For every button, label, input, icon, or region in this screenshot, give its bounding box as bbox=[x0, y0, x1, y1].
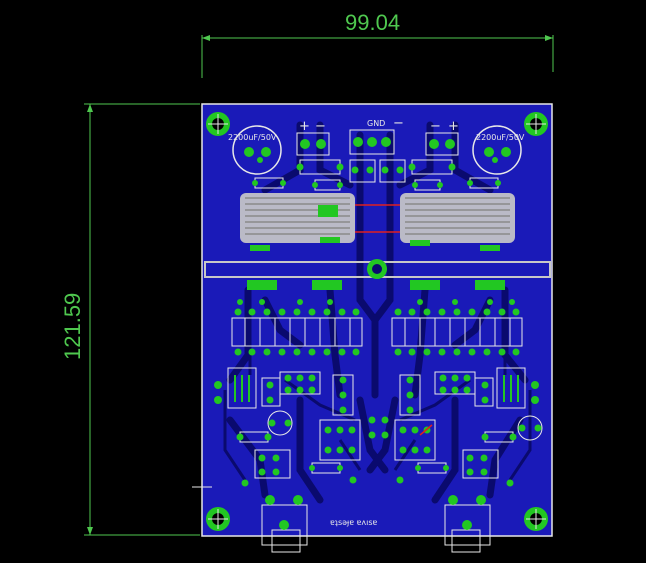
terminal-left-minus: − bbox=[315, 119, 326, 134]
capacitor-left bbox=[232, 125, 282, 175]
resistor-pads bbox=[234, 299, 520, 356]
mid-pads bbox=[214, 374, 542, 487]
mounting-hole-bottom-right bbox=[524, 507, 548, 531]
mid-hatch bbox=[234, 375, 519, 402]
terminal-gnd-label: GND bbox=[367, 119, 385, 128]
capacitor-right bbox=[472, 125, 522, 175]
board-bottom-text: ɐʇsǝɟɐ ɐʌısɐ bbox=[330, 518, 378, 527]
width-dimension bbox=[201, 35, 554, 78]
heatsink-right bbox=[400, 193, 515, 243]
heatsink-left bbox=[240, 193, 355, 243]
mid-red-marker bbox=[419, 424, 433, 436]
terminal-left-plus: + bbox=[299, 119, 310, 134]
terminal-block-left bbox=[296, 132, 330, 156]
terminal-right-minus: − bbox=[430, 119, 441, 134]
terminal-gnd-minus: − bbox=[393, 116, 404, 131]
power-transistor-pads bbox=[247, 237, 505, 290]
terminal-block-gnd bbox=[349, 129, 395, 155]
capacitor-left-label: 2200uF/50V bbox=[228, 133, 277, 142]
input-connector-left bbox=[261, 495, 308, 553]
mid-components bbox=[227, 367, 543, 479]
terminal-right-plus: + bbox=[448, 119, 459, 134]
width-dimension-label: 99.04 bbox=[345, 10, 400, 35]
crosshair-marker bbox=[192, 480, 212, 494]
height-dimension bbox=[84, 103, 200, 536]
top-pads bbox=[252, 157, 501, 188]
input-connector-right bbox=[444, 495, 491, 553]
mounting-hole-top-right bbox=[524, 112, 548, 136]
mounting-hole-top-left bbox=[206, 112, 230, 136]
resistor-array-right bbox=[391, 317, 523, 347]
resistor-array-left bbox=[231, 317, 363, 347]
center-screw bbox=[367, 259, 387, 279]
capacitor-right-label: 2200uF/50V bbox=[476, 133, 525, 142]
mounting-hole-bottom-left bbox=[206, 507, 230, 531]
height-dimension-label: 121.59 bbox=[60, 293, 85, 360]
terminal-block-right bbox=[425, 132, 459, 156]
